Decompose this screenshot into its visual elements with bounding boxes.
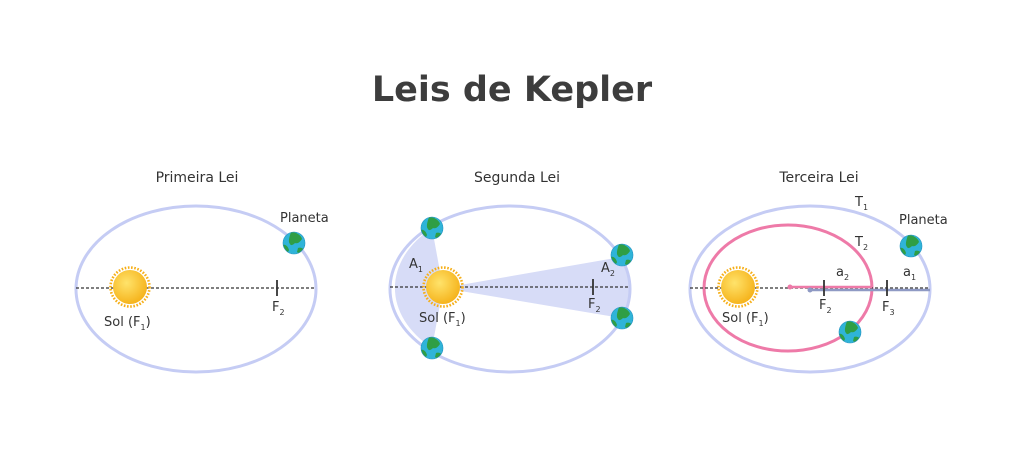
panel-second-law: Segunda Lei A1 A2 F2 Sol (F1) bbox=[388, 170, 633, 374]
third-planet-outer-icon bbox=[900, 235, 922, 257]
first-planet-earth-icon bbox=[283, 232, 305, 254]
second-planet-bottom-icon bbox=[421, 337, 443, 359]
third-planet-inner-icon bbox=[839, 321, 861, 343]
third-period1-label: T1 bbox=[854, 195, 868, 212]
third-law-caption: Terceira Lei bbox=[778, 170, 858, 186]
third-period2-label: T2 bbox=[854, 235, 868, 252]
second-planet-right-top-icon bbox=[611, 244, 633, 266]
third-focus3-label: F3 bbox=[882, 300, 895, 317]
third-sun-icon bbox=[717, 266, 759, 308]
second-orbit-ellipse bbox=[388, 204, 632, 374]
second-law-caption: Segunda Lei bbox=[474, 170, 560, 186]
second-focus2-label: F2 bbox=[588, 297, 601, 314]
first-orbit-ellipse bbox=[74, 204, 318, 374]
first-law-caption: Primeira Lei bbox=[156, 170, 239, 186]
second-area2-label: A2 bbox=[601, 261, 615, 278]
first-sun-label: Sol (F1) bbox=[104, 315, 151, 332]
page-title: Leis de Kepler bbox=[371, 70, 653, 110]
second-area1-label: A1 bbox=[409, 257, 423, 274]
second-planet-top-icon bbox=[421, 217, 443, 239]
third-axis1-label: a1 bbox=[903, 265, 916, 282]
third-axis2-label: a2 bbox=[836, 265, 849, 282]
third-focus2-label: F2 bbox=[819, 298, 832, 315]
panel-first-law: Primeira Lei Planeta F2 Sol (F1) bbox=[74, 170, 329, 374]
third-outer-center-dot bbox=[807, 287, 813, 293]
first-focus2-label: F2 bbox=[272, 300, 285, 317]
second-planet-right-bottom-icon bbox=[611, 307, 633, 329]
first-planet-label: Planeta bbox=[280, 211, 329, 226]
third-planet-label: Planeta bbox=[899, 213, 948, 228]
third-sun-label: Sol (F1) bbox=[722, 311, 769, 328]
panel-third-law: Terceira Lei Planeta T1 T2 a2 a1 F2 F3 S… bbox=[688, 170, 948, 374]
third-inner-center-dot bbox=[787, 284, 793, 290]
second-sun-label: Sol (F1) bbox=[419, 311, 466, 328]
second-area-a1 bbox=[394, 228, 443, 348]
first-sun-icon bbox=[109, 266, 151, 308]
